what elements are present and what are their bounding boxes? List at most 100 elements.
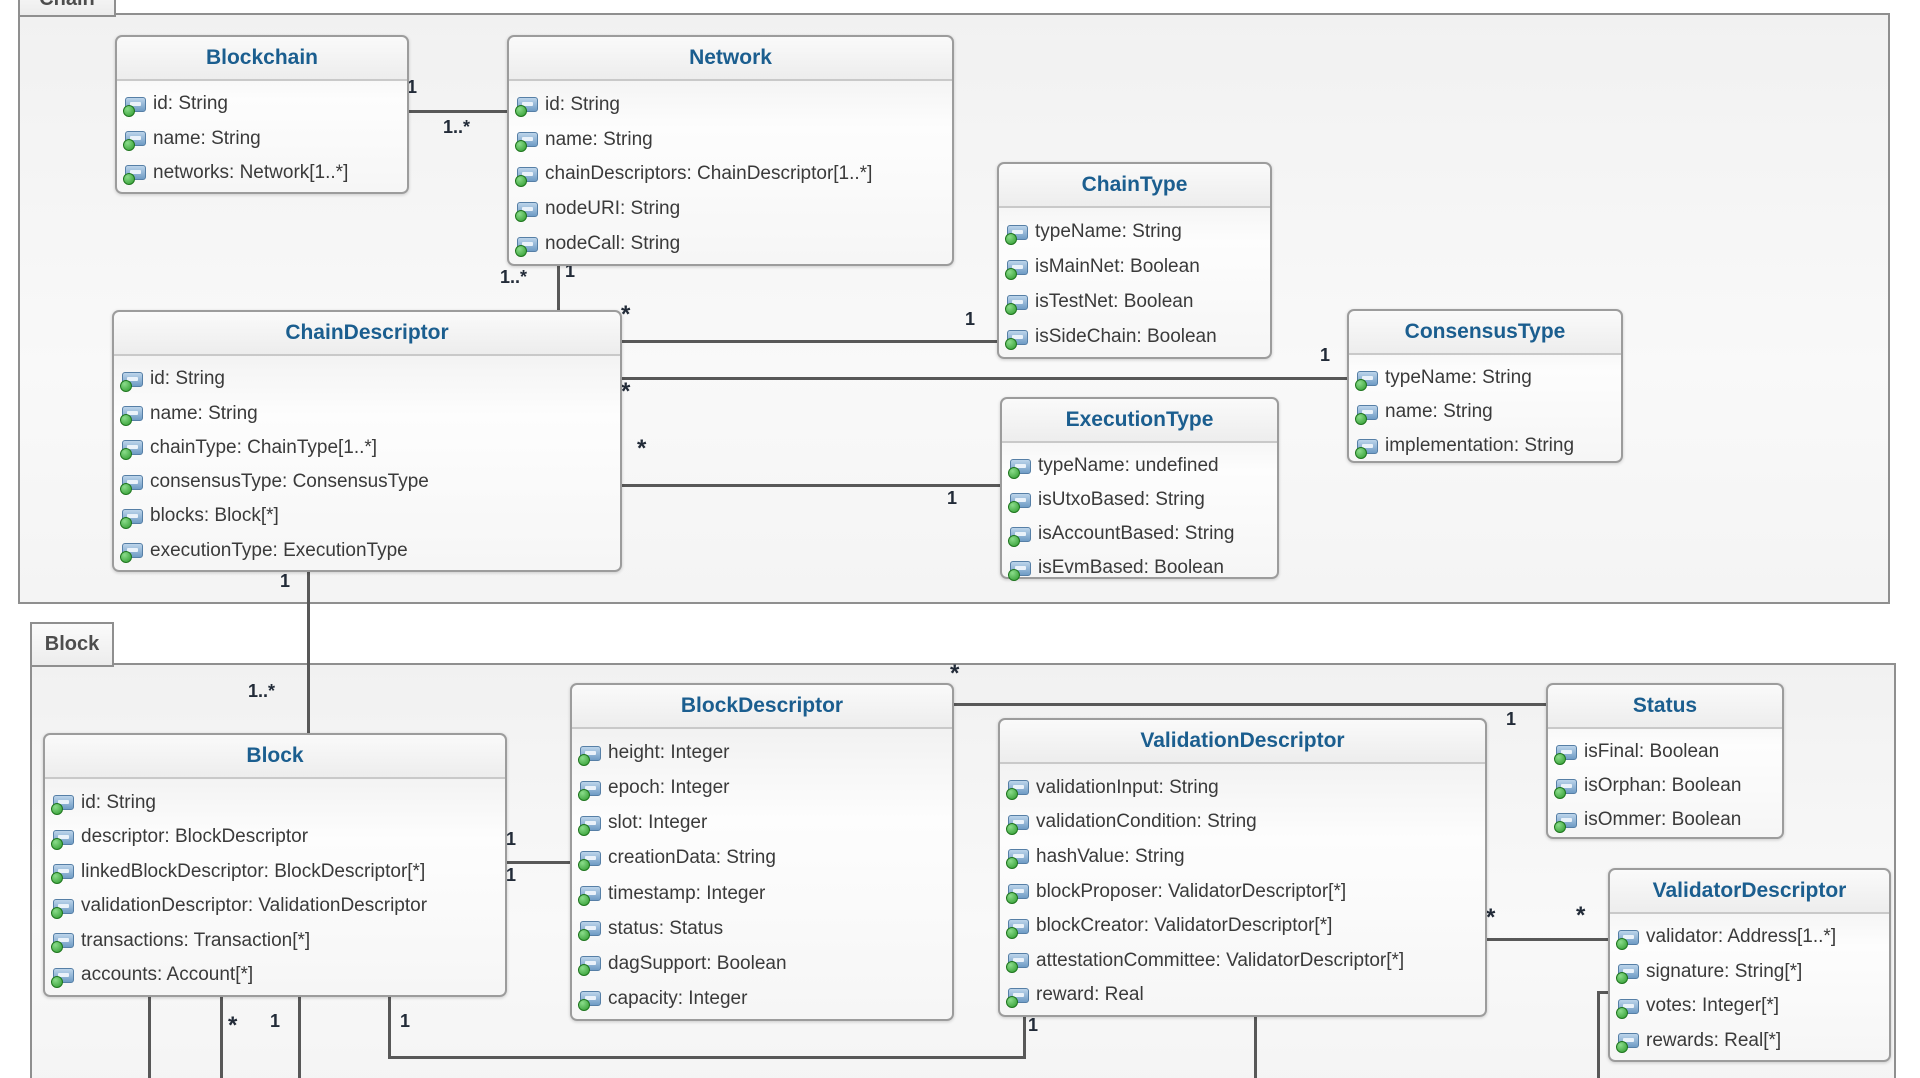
class-consensustype[interactable]: ConsensusType typeName: String name: Str… bbox=[1347, 309, 1623, 463]
attribute-row[interactable]: chainType: ChainType[1..*] bbox=[120, 431, 616, 465]
property-icon bbox=[578, 815, 601, 836]
attribute-label: id: String bbox=[153, 93, 228, 115]
attribute-row[interactable]: capacity: Integer bbox=[578, 982, 948, 1016]
attribute-row[interactable]: nodeURI: String bbox=[515, 192, 948, 226]
association-block-validationdescriptor-seg3[interactable] bbox=[1023, 1015, 1026, 1059]
class-title: Network bbox=[509, 37, 952, 81]
attribute-label: isAccountBased: String bbox=[1038, 523, 1235, 544]
attribute-row[interactable]: networks: Network[1..*] bbox=[123, 156, 403, 190]
attribute-row[interactable]: isSideChain: Boolean bbox=[1005, 320, 1266, 354]
property-icon bbox=[51, 864, 74, 885]
class-chaintype[interactable]: ChainType typeName: String isMainNet: Bo… bbox=[997, 162, 1272, 359]
association-validationdescriptor-edge[interactable] bbox=[1254, 1013, 1257, 1078]
attribute-row[interactable]: nodeCall: String bbox=[515, 227, 948, 261]
attribute-row[interactable]: name: String bbox=[1355, 395, 1617, 429]
attribute-row[interactable]: status: Status bbox=[578, 912, 948, 946]
association-block-blockdescriptor[interactable] bbox=[503, 861, 570, 864]
attribute-row[interactable]: executionType: ExecutionType bbox=[120, 534, 616, 568]
attribute-row[interactable]: linkedBlockDescriptor: BlockDescriptor[*… bbox=[51, 855, 501, 889]
attribute-row[interactable]: transactions: Transaction[*] bbox=[51, 924, 501, 958]
association-blockdescriptor-status[interactable] bbox=[950, 703, 1546, 706]
attribute-row[interactable]: id: String bbox=[120, 362, 616, 396]
class-validationdescriptor[interactable]: ValidationDescriptor validationInput: St… bbox=[998, 718, 1487, 1017]
attribute-row[interactable]: implementation: String bbox=[1355, 429, 1617, 463]
multiplicity-label: * bbox=[637, 435, 647, 462]
association-block-edge-3[interactable] bbox=[298, 993, 301, 1078]
frame-block-tab[interactable]: Block bbox=[30, 622, 114, 667]
association-block-validationdescriptor-seg1[interactable] bbox=[388, 993, 391, 1059]
attribute-row[interactable]: validationDescriptor: ValidationDescript… bbox=[51, 889, 501, 923]
attribute-row[interactable]: accounts: Account[*] bbox=[51, 958, 501, 992]
attribute-row[interactable]: isAccountBased: String bbox=[1008, 517, 1273, 551]
attribute-row[interactable]: blockCreator: ValidatorDescriptor[*] bbox=[1006, 909, 1481, 943]
attribute-row[interactable]: isEvmBased: Boolean bbox=[1008, 551, 1273, 585]
property-icon bbox=[1006, 987, 1029, 1008]
attribute-row[interactable]: isTestNet: Boolean bbox=[1005, 285, 1266, 319]
class-title: BlockDescriptor bbox=[572, 685, 952, 729]
attribute-row[interactable]: reward: Real bbox=[1006, 978, 1481, 1012]
class-network[interactable]: Network id: String name: String chainDes… bbox=[507, 35, 954, 266]
association-block-edge-1[interactable] bbox=[148, 993, 151, 1078]
attribute-row[interactable]: name: String bbox=[120, 397, 616, 431]
attribute-row[interactable]: validator: Address[1..*] bbox=[1616, 920, 1885, 954]
class-blockdescriptor[interactable]: BlockDescriptor height: Integer epoch: I… bbox=[570, 683, 954, 1021]
frame-chain-tab[interactable]: Chain bbox=[18, 0, 116, 17]
attribute-row[interactable]: id: String bbox=[51, 786, 501, 820]
attribute-label: name: String bbox=[1385, 401, 1493, 422]
attribute-row[interactable]: timestamp: Integer bbox=[578, 877, 948, 911]
association-validatordescriptor-edge-seg2[interactable] bbox=[1597, 991, 1600, 1078]
class-executiontype[interactable]: ExecutionType typeName: undefined isUtxo… bbox=[1000, 397, 1279, 581]
attribute-row[interactable]: epoch: Integer bbox=[578, 771, 948, 805]
attribute-row[interactable]: dagSupport: Boolean bbox=[578, 947, 948, 981]
property-icon bbox=[515, 236, 538, 257]
attribute-row[interactable]: name: String bbox=[515, 123, 948, 157]
association-blockchain-network[interactable] bbox=[405, 110, 507, 113]
class-block[interactable]: Block id: String descriptor: BlockDescri… bbox=[43, 733, 507, 997]
attribute-row[interactable]: hashValue: String bbox=[1006, 840, 1481, 874]
attribute-row[interactable]: isFinal: Boolean bbox=[1554, 735, 1778, 769]
attribute-row[interactable]: consensusType: ConsensusType bbox=[120, 465, 616, 499]
association-chaindescriptor-executiontype[interactable] bbox=[618, 484, 1000, 487]
property-icon bbox=[120, 371, 143, 392]
attribute-row[interactable]: name: String bbox=[123, 122, 403, 156]
association-block-validationdescriptor-seg2[interactable] bbox=[388, 1056, 1026, 1059]
attribute-row[interactable]: id: String bbox=[123, 87, 403, 121]
attribute-row[interactable]: descriptor: BlockDescriptor bbox=[51, 820, 501, 854]
property-icon bbox=[1554, 812, 1577, 833]
class-validatordescriptor[interactable]: ValidatorDescriptor validator: Address[1… bbox=[1608, 868, 1891, 1062]
association-validationdescriptor-validatordescriptor[interactable] bbox=[1483, 938, 1608, 941]
property-icon bbox=[1006, 918, 1029, 939]
attribute-label: id: String bbox=[81, 791, 156, 813]
attribute-row[interactable]: isMainNet: Boolean bbox=[1005, 250, 1266, 284]
attribute-row[interactable]: blockProposer: ValidatorDescriptor[*] bbox=[1006, 875, 1481, 909]
association-network-chaindescriptor[interactable] bbox=[557, 262, 560, 310]
attribute-row[interactable]: isUtxoBased: String bbox=[1008, 483, 1273, 517]
association-block-edge-2[interactable] bbox=[220, 993, 223, 1078]
association-chaindescriptor-block[interactable] bbox=[307, 568, 310, 733]
attribute-row[interactable]: attestationCommittee: ValidatorDescripto… bbox=[1006, 944, 1481, 978]
attribute-row[interactable]: typeName: undefined bbox=[1008, 449, 1273, 483]
attribute-row[interactable]: chainDescriptors: ChainDescriptor[1..*] bbox=[515, 157, 948, 191]
class-blockchain[interactable]: Blockchain id: String name: String netwo… bbox=[115, 35, 409, 194]
attribute-row[interactable]: typeName: String bbox=[1355, 361, 1617, 395]
attribute-row[interactable]: rewards: Real[*] bbox=[1616, 1024, 1885, 1058]
association-validatordescriptor-edge-seg1[interactable] bbox=[1597, 991, 1609, 994]
attribute-row[interactable]: validationInput: String bbox=[1006, 771, 1481, 805]
attribute-row[interactable]: signature: String[*] bbox=[1616, 955, 1885, 989]
property-icon bbox=[1005, 329, 1028, 350]
association-chaindescriptor-chaintype[interactable] bbox=[618, 340, 997, 343]
class-chaindescriptor[interactable]: ChainDescriptor id: String name: String … bbox=[112, 310, 622, 572]
attribute-row[interactable]: isOmmer: Boolean bbox=[1554, 803, 1778, 837]
attribute-row[interactable]: slot: Integer bbox=[578, 806, 948, 840]
attribute-row[interactable]: isOrphan: Boolean bbox=[1554, 769, 1778, 803]
attribute-row[interactable]: typeName: String bbox=[1005, 215, 1266, 249]
attribute-row[interactable]: creationData: String bbox=[578, 841, 948, 875]
class-status[interactable]: Status isFinal: Boolean isOrphan: Boolea… bbox=[1546, 683, 1784, 839]
attribute-row[interactable]: blocks: Block[*] bbox=[120, 499, 616, 533]
frame-chain-label: Chain bbox=[39, 0, 95, 11]
attribute-row[interactable]: validationCondition: String bbox=[1006, 805, 1481, 839]
attribute-row[interactable]: id: String bbox=[515, 88, 948, 122]
association-chaindescriptor-consensustype[interactable] bbox=[618, 377, 1347, 380]
attribute-row[interactable]: height: Integer bbox=[578, 736, 948, 770]
attribute-row[interactable]: votes: Integer[*] bbox=[1616, 989, 1885, 1023]
